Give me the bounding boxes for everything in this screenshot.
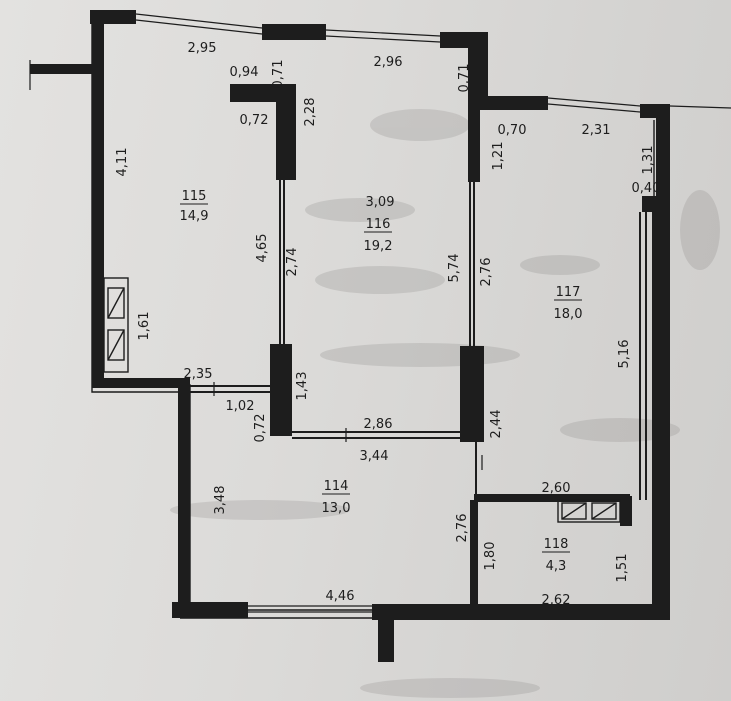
door-marks: [213, 382, 483, 470]
room-117-number: 117: [556, 285, 581, 300]
dim-3-48: 3,48: [213, 486, 228, 515]
dim-5-16: 5,16: [617, 340, 632, 369]
dim-2-28: 2,28: [303, 98, 318, 127]
dim-1-02: 1,02: [226, 399, 255, 414]
room-114-number: 114: [324, 479, 349, 494]
dim-2-95: 2,95: [188, 41, 217, 56]
dim-2-86: 2,86: [364, 417, 393, 432]
dim-1-21: 1,21: [491, 142, 506, 171]
room-114-area: 13,0: [322, 501, 351, 516]
dim-2-76-upper: 2,76: [479, 258, 494, 287]
dim-2-96: 2,96: [374, 55, 403, 70]
dim-2-44: 2,44: [489, 410, 504, 439]
dim-0-71-right: 0,71: [457, 64, 472, 93]
dim-2-62: 2,62: [542, 593, 571, 608]
dim-0-72-lower: 0,72: [253, 414, 268, 443]
scan-smudges: [170, 109, 720, 698]
dim-4-65: 4,65: [255, 234, 270, 263]
dim-0-94: 0,94: [230, 65, 259, 80]
dim-2-35: 2,35: [184, 367, 213, 382]
dim-0-71-left: 0,71: [271, 60, 286, 89]
room-116-number: 116: [366, 217, 391, 232]
dim-1-51: 1,51: [615, 554, 630, 583]
dim-3-44: 3,44: [360, 449, 389, 464]
windows: [29, 13, 731, 613]
dim-5-74: 5,74: [447, 254, 462, 283]
dim-0-40: 0,40: [632, 181, 661, 196]
room-116-area: 19,2: [364, 239, 393, 254]
dim-0-70: 0,70: [498, 123, 527, 138]
room-118-area: 4,3: [546, 559, 567, 574]
room-115-area: 14,9: [180, 209, 209, 224]
room-115-number: 115: [182, 189, 207, 204]
dim-0-72-top: 0,72: [240, 113, 269, 128]
dim-2-31: 2,31: [582, 123, 611, 138]
room-labels: 115 14,9 116 19,2 117 18,0 114 13,0 118 …: [180, 189, 583, 574]
dimension-labels-horizontal: 2,95 0,94 2,96 0,72 0,70 2,31 0,40 3,09 …: [184, 41, 661, 608]
dim-2-60: 2,60: [542, 481, 571, 496]
dim-1-61: 1,61: [137, 312, 152, 341]
dim-3-09: 3,09: [366, 195, 395, 210]
dim-1-31: 1,31: [641, 146, 656, 175]
dim-4-11: 4,11: [115, 148, 130, 177]
dimension-labels-vertical: 0,71 0,71 2,28 1,21 1,31 4,11 4,65 2,74 …: [115, 60, 656, 583]
dim-4-46: 4,46: [326, 589, 355, 604]
dim-2-76-lower: 2,76: [455, 514, 470, 543]
dim-1-80: 1,80: [483, 542, 498, 571]
walls: [30, 10, 670, 662]
thin-walls: [190, 176, 647, 500]
dim-2-74: 2,74: [285, 248, 300, 277]
room-117-area: 18,0: [554, 307, 583, 322]
dim-1-43: 1,43: [295, 372, 310, 401]
room-118-number: 118: [544, 537, 569, 552]
vent-ducts: [103, 277, 621, 523]
